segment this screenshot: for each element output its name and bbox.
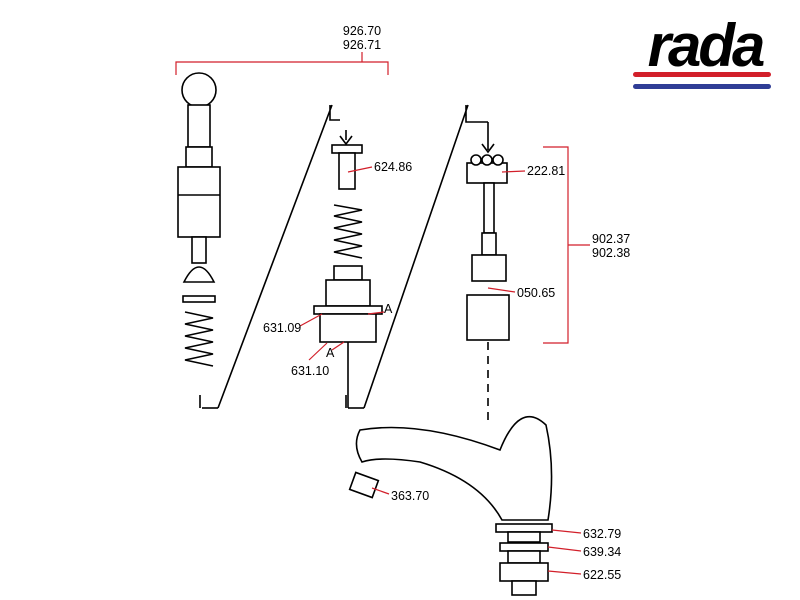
label-902-37: 902.37 <box>592 232 630 246</box>
spring <box>333 204 363 259</box>
label-926-70: 926.70 <box>343 24 381 38</box>
assembly-bracket <box>175 52 389 75</box>
svg-text:rada: rada <box>648 12 764 79</box>
label-marker-a-1: A <box>384 302 393 316</box>
label-902-38: 902.38 <box>592 246 630 260</box>
label-639-34: 639.34 <box>583 545 621 559</box>
label-624-86: 624.86 <box>374 160 412 174</box>
label-631-10: 631.10 <box>291 364 329 378</box>
label-363-70: 363.70 <box>391 489 429 503</box>
label-631-09: 631.09 <box>263 321 301 335</box>
spout-part <box>348 415 553 596</box>
cap-part <box>331 144 363 190</box>
label-622-55: 622.55 <box>583 568 621 582</box>
stem-assembly <box>177 72 221 367</box>
label-926-71: 926.71 <box>343 38 381 52</box>
label-marker-a-2: A <box>326 346 335 360</box>
rada-logo: rada <box>633 12 771 89</box>
label-050-65: 050.65 <box>517 286 555 300</box>
label-632-79: 632.79 <box>583 527 621 541</box>
label-222-81: 222.81 <box>527 164 565 178</box>
cartridge-part <box>466 154 510 420</box>
body-part <box>313 265 383 408</box>
